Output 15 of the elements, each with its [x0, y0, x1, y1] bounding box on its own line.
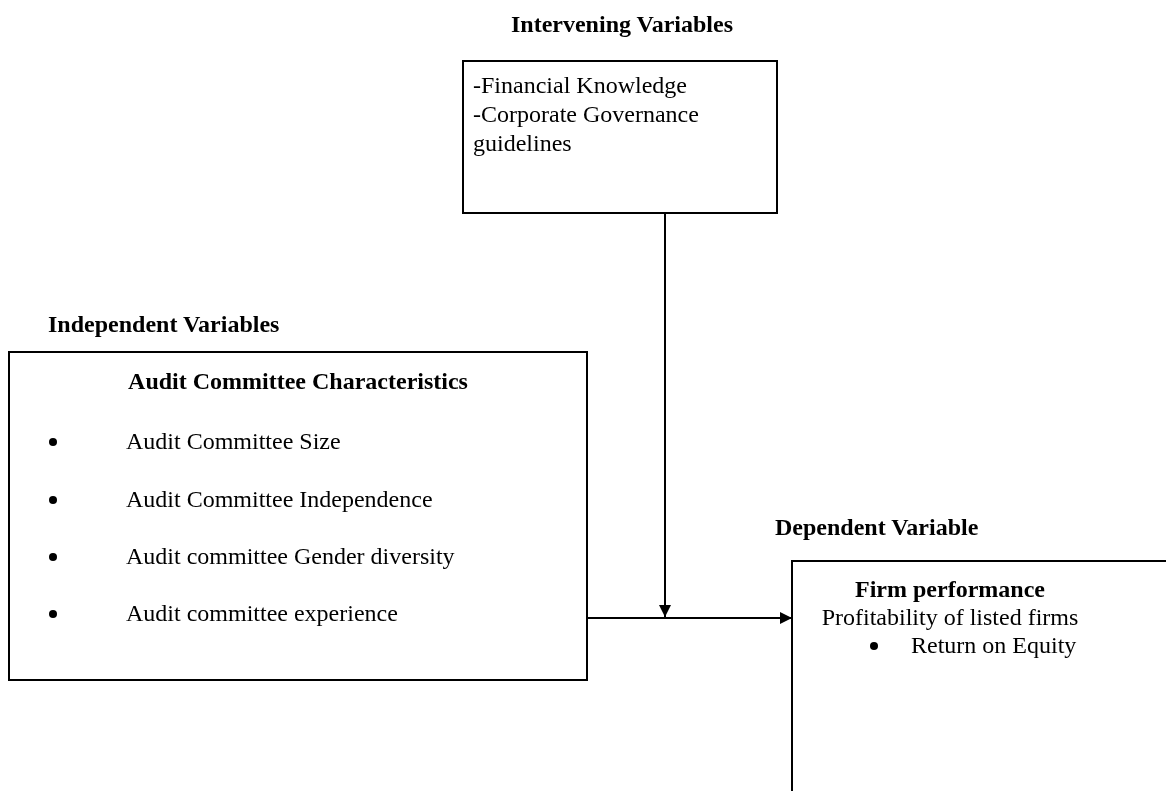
list-item: Return on Equity	[911, 631, 1077, 660]
arrow	[586, 612, 793, 624]
box-text: Profitability of listed firms	[820, 603, 1080, 632]
list-item: Audit Committee Size	[126, 427, 341, 456]
box-text: -Corporate Governance guidelines	[473, 100, 700, 158]
group-heading: Independent Variables	[48, 310, 280, 339]
arrow	[659, 212, 671, 618]
group-heading: Dependent Variable	[775, 513, 979, 542]
box-title: Audit Committee Characteristics	[127, 367, 469, 396]
list-item: Audit Committee Independence	[126, 485, 433, 514]
list-item: Audit committee Gender diversity	[126, 542, 455, 571]
group-heading: Intervening Variables	[510, 10, 734, 39]
box-title: Firm performance	[854, 575, 1046, 604]
box-text: -Financial Knowledge	[473, 71, 688, 100]
list-item: Audit committee experience	[126, 599, 398, 628]
